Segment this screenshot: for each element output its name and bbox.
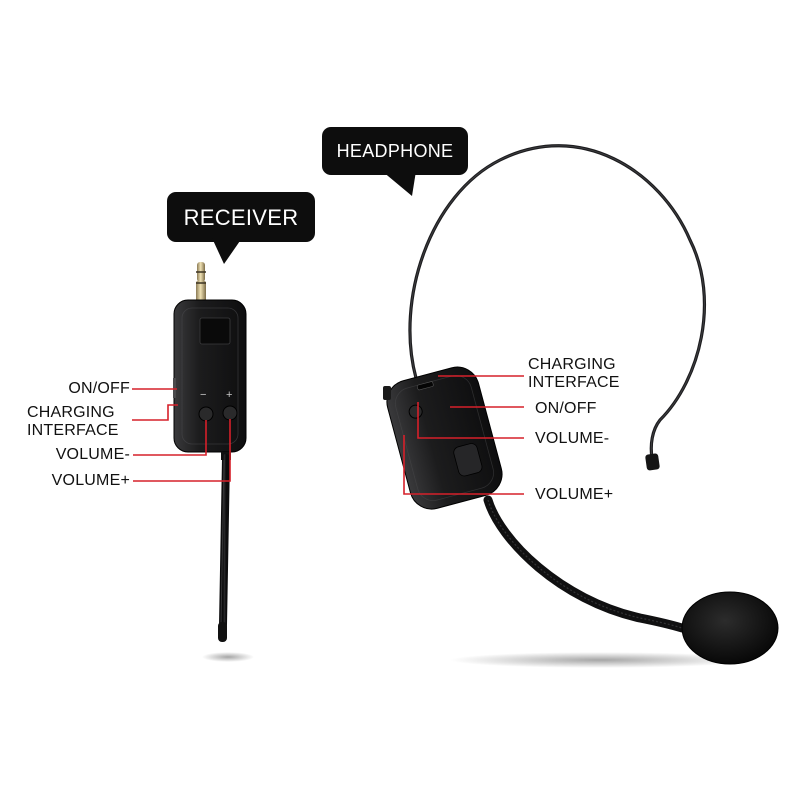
receiver-volume-plus-label: VOLUME+ — [51, 472, 130, 489]
receiver-on-off-label: ON/OFF — [68, 380, 130, 397]
mic-gooseneck — [483, 495, 687, 633]
headphone-volume-slider[interactable] — [452, 442, 483, 477]
headphone-callout-text: HEADPHONE — [336, 141, 454, 161]
headphone-device — [383, 144, 779, 665]
receiver-charging-label-line2: INTERFACE — [27, 422, 119, 439]
headphone-volume-plus-label: VOLUME+ — [535, 486, 614, 503]
receiver-volume-plus-leader — [133, 419, 231, 482]
headphone-callout-tail — [382, 171, 416, 196]
receiver-volume-minus-leader — [133, 420, 207, 456]
headphone-charging-label-line2: INTERFACE — [528, 374, 620, 391]
receiver-leader-lines — [132, 388, 231, 482]
headband-end-cap — [645, 453, 660, 471]
headphone-callout: HEADPHONE — [322, 127, 468, 175]
mic-windscreen — [682, 592, 778, 664]
headphone-volume-minus-label: VOLUME- — [535, 430, 610, 447]
receiver-callout-text: RECEIVER — [183, 205, 299, 230]
receiver-callout: RECEIVER — [167, 192, 315, 242]
receiver-volume-minus-button[interactable] — [198, 406, 214, 422]
receiver-charging-label-line1: CHARGING — [27, 404, 115, 421]
receiver-volume-minus-label: VOLUME- — [55, 446, 130, 463]
receiver-volume-plus-button[interactable] — [222, 405, 238, 421]
headphone-leader-lines — [403, 375, 524, 495]
headphone-volume-plus-leader — [403, 435, 524, 495]
headphone-volume-minus-leader — [417, 402, 524, 439]
receiver-shadow — [202, 652, 254, 662]
receiver-antenna — [219, 454, 230, 629]
receiver-display — [199, 317, 231, 345]
receiver-device — [173, 262, 247, 642]
receiver-charging-leader — [132, 404, 178, 421]
headphone-on-off-label: ON/OFF — [535, 400, 597, 417]
headphone-charging-label-line1: CHARGING — [528, 356, 616, 373]
headphone-shadow — [450, 652, 750, 668]
antenna-tip — [218, 622, 227, 642]
receiver-callout-tail — [212, 238, 242, 264]
receiver-minus-mark: − — [200, 389, 207, 401]
receiver-plus-mark: + — [226, 389, 233, 401]
audio-jack — [196, 281, 206, 303]
side-knob — [383, 386, 391, 400]
